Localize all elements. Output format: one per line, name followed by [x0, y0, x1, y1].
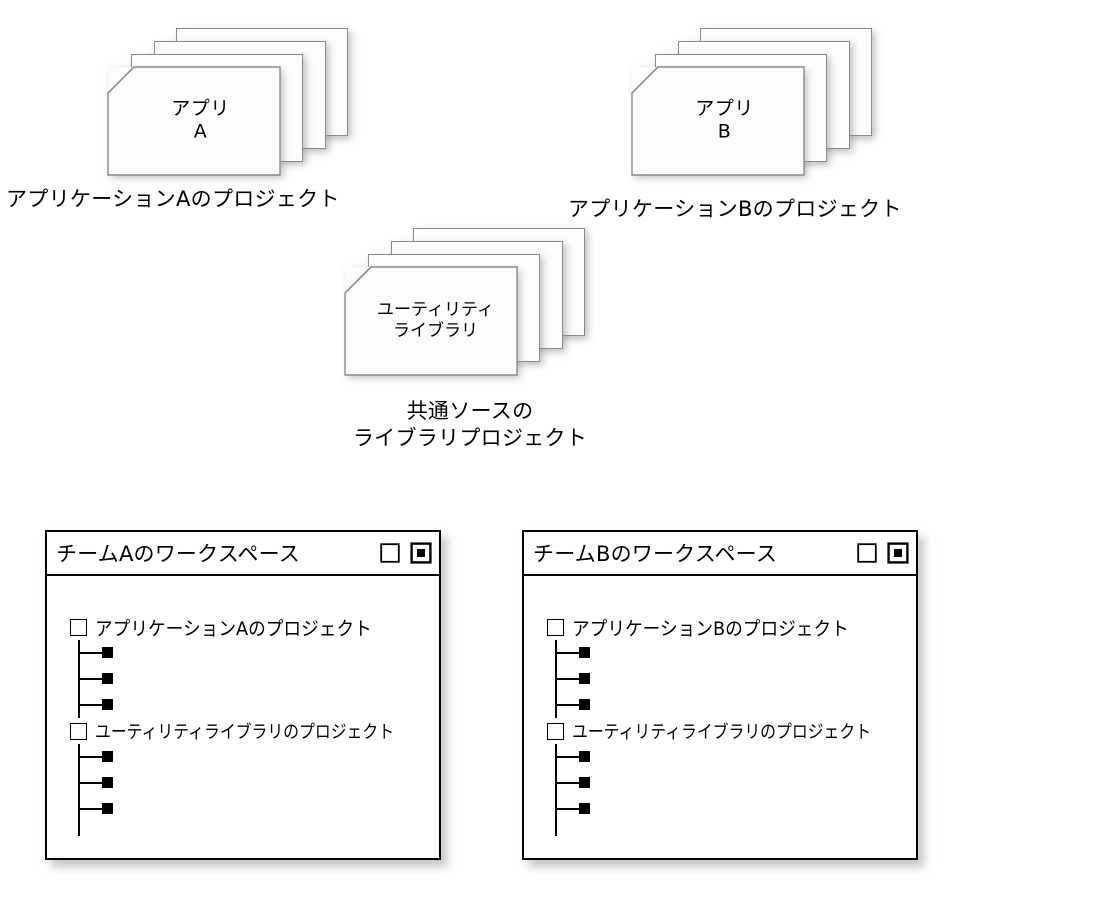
tree-leaf-icon[interactable] [102, 777, 113, 788]
workspace-body: アプリケーションAのプロジェクト [47, 576, 439, 858]
tree-branch-line [78, 678, 104, 680]
tree-node-label: ユーティリティライブラリのプロジェクト [572, 722, 872, 743]
tree-leaf[interactable] [547, 796, 914, 822]
tree-branch-line [555, 652, 581, 654]
tree-branch-line [555, 808, 581, 810]
workspace-panel-team-a[interactable]: チームAのワークスペース アプリケーションAのプロジェクト [45, 530, 441, 860]
tree-leaf[interactable] [70, 692, 437, 718]
tree-leaf-icon[interactable] [579, 673, 590, 684]
tree-leaf-icon[interactable] [102, 647, 113, 658]
sheet-label: アプリ B [695, 96, 754, 143]
tree-branch-line [78, 652, 104, 654]
tree-children [547, 640, 914, 718]
tree-leaf[interactable] [547, 666, 914, 692]
caption-utility-library: 共通ソースの ライブラリプロジェクト [352, 399, 588, 451]
sheet-stack: アプリ A [107, 28, 348, 178]
sheet-stack: ユーティリティ ライブラリ [344, 228, 585, 378]
tree-leaf-icon[interactable] [579, 699, 590, 710]
project-node-icon[interactable] [70, 618, 87, 636]
tree-trunk-tail [78, 822, 80, 836]
project-node-icon[interactable] [70, 722, 87, 740]
sheet-front: アプリ A [107, 66, 281, 176]
tree-children [70, 744, 437, 836]
tree-leaf-icon[interactable] [102, 751, 113, 762]
tree-node-row[interactable]: アプリケーションBのプロジェクト [547, 614, 914, 640]
tree-leaf[interactable] [70, 744, 437, 770]
tree-leaf[interactable] [547, 692, 914, 718]
project-tree: アプリケーションBのプロジェクト [547, 614, 914, 836]
caption-app-a: アプリケーションAのプロジェクト [6, 187, 340, 211]
tree-node[interactable]: ユーティリティライブラリのプロジェクト [547, 718, 914, 836]
tree-node[interactable]: ユーティリティライブラリのプロジェクト [70, 718, 437, 836]
restore-icon[interactable] [410, 542, 432, 564]
tree-leaf-icon[interactable] [579, 803, 590, 814]
tree-branch-line [555, 782, 581, 784]
sheet-label: ユーティリティ ライブラリ [377, 299, 494, 341]
workspace-title: チームAのワークスペース [56, 542, 300, 566]
minimize-icon[interactable] [379, 542, 401, 564]
tree-leaf-icon[interactable] [102, 699, 113, 710]
tree-children [70, 640, 437, 718]
project-node-icon[interactable] [547, 618, 564, 636]
tree-branch-line [78, 704, 104, 706]
workspace-titlebar: チームBのワークスペース [524, 532, 916, 576]
tree-branch-line [78, 756, 104, 758]
tree-node[interactable]: アプリケーションBのプロジェクト [547, 614, 914, 718]
workspace-titlebar: チームAのワークスペース [47, 532, 439, 576]
tree-node-row[interactable]: ユーティリティライブラリのプロジェクト [70, 718, 437, 744]
caption-app-b: アプリケーションBのプロジェクト [568, 197, 902, 221]
workspace-body: アプリケーションBのプロジェクト [524, 576, 916, 858]
tree-branch-line [555, 756, 581, 758]
tree-leaf-icon[interactable] [102, 803, 113, 814]
tree-leaf[interactable] [70, 666, 437, 692]
tree-leaf[interactable] [70, 796, 437, 822]
sheet-front: ユーティリティ ライブラリ [344, 266, 518, 376]
tree-leaf[interactable] [70, 640, 437, 666]
tree-leaf[interactable] [547, 770, 914, 796]
tree-node-row[interactable]: アプリケーションAのプロジェクト [70, 614, 437, 640]
tree-node-label: ユーティリティライブラリのプロジェクト [95, 722, 395, 743]
tree-leaf-icon[interactable] [579, 751, 590, 762]
tree-branch-line [78, 782, 104, 784]
tree-children [547, 744, 914, 836]
sheet-stack: アプリ B [631, 28, 872, 178]
sheet-front: アプリ B [631, 66, 805, 176]
tree-trunk-tail [555, 822, 557, 836]
document-stack-utility-library: ユーティリティ ライブラリ [344, 228, 585, 378]
tree-branch-line [555, 678, 581, 680]
workspace-title: チームBのワークスペース [533, 542, 778, 566]
project-node-icon[interactable] [547, 722, 564, 740]
tree-node-row[interactable]: ユーティリティライブラリのプロジェクト [547, 718, 914, 744]
tree-leaf-icon[interactable] [102, 673, 113, 684]
minimize-icon[interactable] [856, 542, 878, 564]
document-stack-app-a: アプリ A [107, 28, 348, 178]
tree-leaf[interactable] [547, 640, 914, 666]
sheet-label: アプリ A [171, 96, 230, 143]
tree-leaf[interactable] [547, 744, 914, 770]
tree-leaf[interactable] [70, 770, 437, 796]
document-stack-app-b: アプリ B [631, 28, 872, 178]
tree-node-label: アプリケーションBのプロジェクト [572, 617, 849, 640]
tree-node[interactable]: アプリケーションAのプロジェクト [70, 614, 437, 718]
restore-icon[interactable] [887, 542, 909, 564]
project-tree: アプリケーションAのプロジェクト [70, 614, 437, 836]
tree-branch-line [78, 808, 104, 810]
tree-leaf-icon[interactable] [579, 647, 590, 658]
tree-node-label: アプリケーションAのプロジェクト [95, 617, 372, 640]
tree-branch-line [555, 704, 581, 706]
tree-leaf-icon[interactable] [579, 777, 590, 788]
workspace-panel-team-b[interactable]: チームBのワークスペース アプリケーションBのプロジェクト [522, 530, 918, 860]
